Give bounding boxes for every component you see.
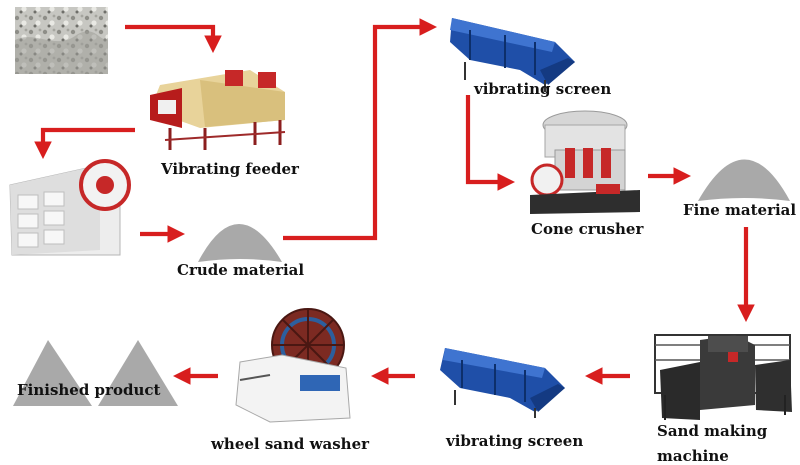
label-vibrating-screen-bottom: vibrating screen bbox=[446, 432, 584, 450]
label-fine-material: Fine material bbox=[683, 201, 797, 219]
label-vibrating-screen-top: vibrating screen bbox=[474, 80, 612, 98]
label-wheel-sand-washer: wheel sand washer bbox=[211, 435, 370, 453]
arrow-screen-to-cone bbox=[465, 95, 516, 191]
label-sand-making-line2: machine bbox=[657, 447, 729, 465]
crude-material-pile-icon bbox=[198, 224, 282, 262]
sand-making-machine-icon bbox=[654, 334, 792, 420]
wheel-sand-washer-icon bbox=[235, 308, 351, 423]
finished-product-pile-2-icon bbox=[98, 340, 178, 406]
arrow-stone-to-feeder bbox=[125, 24, 222, 54]
finished-product-pile-1-icon bbox=[13, 340, 92, 406]
arrow-feeder-to-jaw bbox=[34, 127, 135, 160]
jaw-crusher-icon bbox=[9, 159, 131, 256]
label-sand-making-line1: Sand making bbox=[657, 422, 768, 440]
vibrating-screen-top-icon bbox=[450, 18, 575, 92]
raw-stone-photo-icon bbox=[15, 7, 108, 74]
vibrating-screen-bottom-icon bbox=[440, 348, 565, 418]
label-cone-crusher: Cone crusher bbox=[531, 220, 644, 238]
label-finished-product: Finished product bbox=[17, 381, 161, 399]
vibrating-feeder-icon bbox=[150, 70, 286, 150]
label-crude-material: Crude material bbox=[177, 261, 305, 279]
fine-material-pile-icon bbox=[698, 159, 790, 201]
cone-crusher-icon bbox=[530, 110, 640, 214]
label-vibrating-feeder: Vibrating feeder bbox=[161, 160, 299, 178]
arrow-crude-to-screen bbox=[283, 18, 438, 241]
